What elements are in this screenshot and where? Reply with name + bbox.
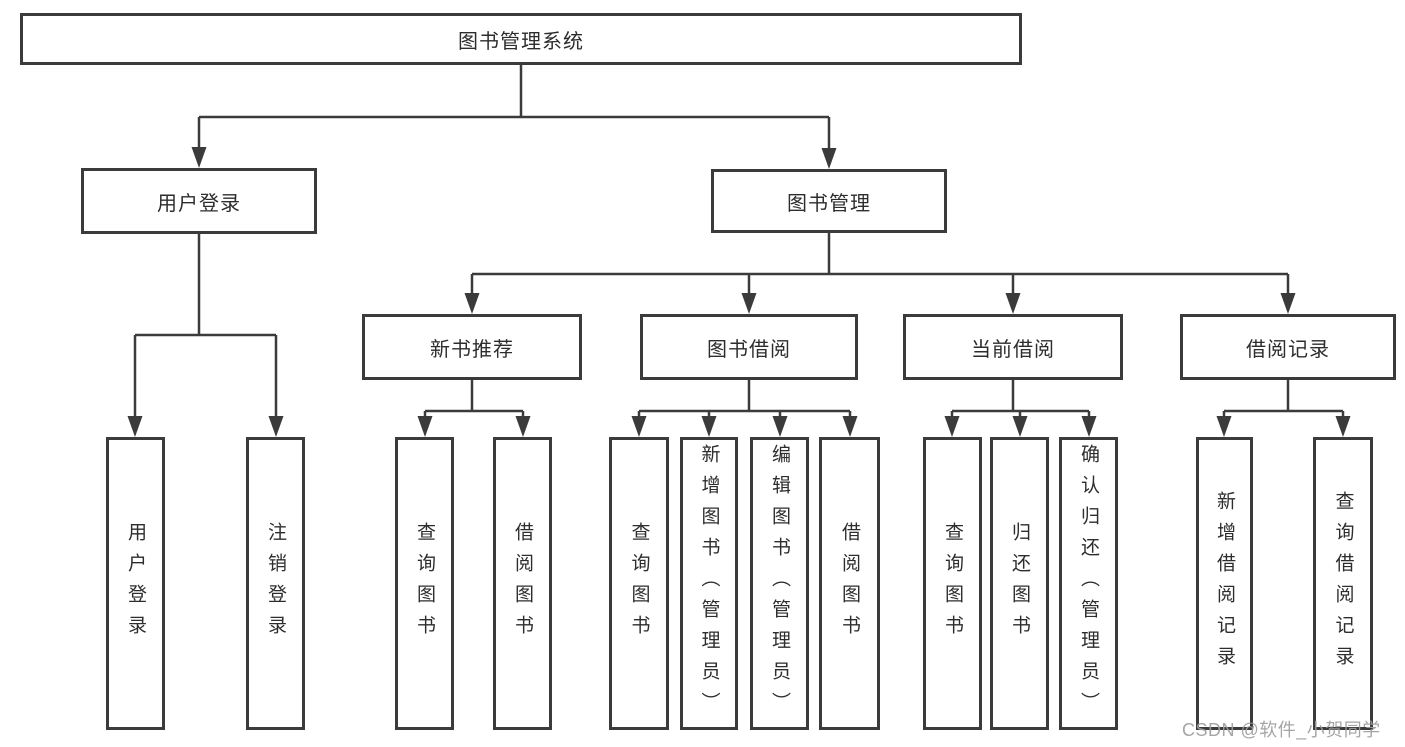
arrowhead: [1216, 416, 1232, 437]
connector-records-children: [1216, 380, 1351, 437]
arrowhead: [417, 416, 433, 437]
arrowhead: [1005, 293, 1021, 314]
arrowhead: [1012, 416, 1028, 437]
leaf-return-books: 归还图书: [990, 437, 1049, 730]
node-current-borrowing: 当前借阅: [903, 314, 1123, 380]
node-user-login: 用户登录: [81, 168, 317, 234]
connector-borrow-children: [631, 380, 858, 437]
leaf-query-books-current: 查询图书: [923, 437, 982, 730]
leaf-edit-books-admin: 编辑图书（管理员）: [750, 437, 809, 730]
connector-current-children: [944, 380, 1097, 437]
connector-mgmt-to-level3: [464, 233, 1296, 314]
leaf-borrow-books: 借阅图书: [819, 437, 880, 730]
leaf-logout: 注销登录: [246, 437, 305, 730]
arrowhead: [631, 416, 647, 437]
arrowhead: [944, 416, 960, 437]
arrowhead: [127, 416, 143, 437]
node-library-management-system: 图书管理系统: [20, 13, 1022, 65]
node-book-borrowing: 图书借阅: [640, 314, 858, 380]
connector-root-to-level2: [191, 65, 837, 169]
leaf-user-login: 用户登录: [106, 437, 165, 730]
leaf-confirm-return-admin: 确认归还（管理员）: [1059, 437, 1118, 730]
node-borrow-records: 借阅记录: [1180, 314, 1396, 380]
csdn-watermark: CSDN @软件_小贺同学: [1182, 720, 1381, 740]
node-new-book-recommend: 新书推荐: [362, 314, 582, 380]
node-book-management: 图书管理: [711, 169, 947, 233]
arrowhead: [191, 147, 207, 168]
leaf-query-books-borrow: 查询图书: [609, 437, 669, 730]
arrowhead: [701, 416, 717, 437]
arrowhead: [464, 293, 480, 314]
leaf-query-borrow-record: 查询借阅记录: [1313, 437, 1373, 730]
leaf-query-books-newrec: 查询图书: [395, 437, 454, 730]
leaf-add-books-admin: 新增图书（管理员）: [680, 437, 738, 730]
arrowhead: [1081, 416, 1097, 437]
connector-newrec-children: [417, 380, 531, 437]
connector-login-children: [127, 234, 284, 437]
arrowhead: [1280, 293, 1296, 314]
arrowhead: [821, 148, 837, 169]
leaf-add-borrow-record: 新增借阅记录: [1196, 437, 1253, 730]
arrowhead: [772, 416, 788, 437]
arrowhead: [741, 293, 757, 314]
arrowhead: [268, 416, 284, 437]
arrowhead: [842, 416, 858, 437]
arrowhead: [1335, 416, 1351, 437]
arrowhead: [515, 416, 531, 437]
leaf-borrow-books-newrec: 借阅图书: [493, 437, 552, 730]
